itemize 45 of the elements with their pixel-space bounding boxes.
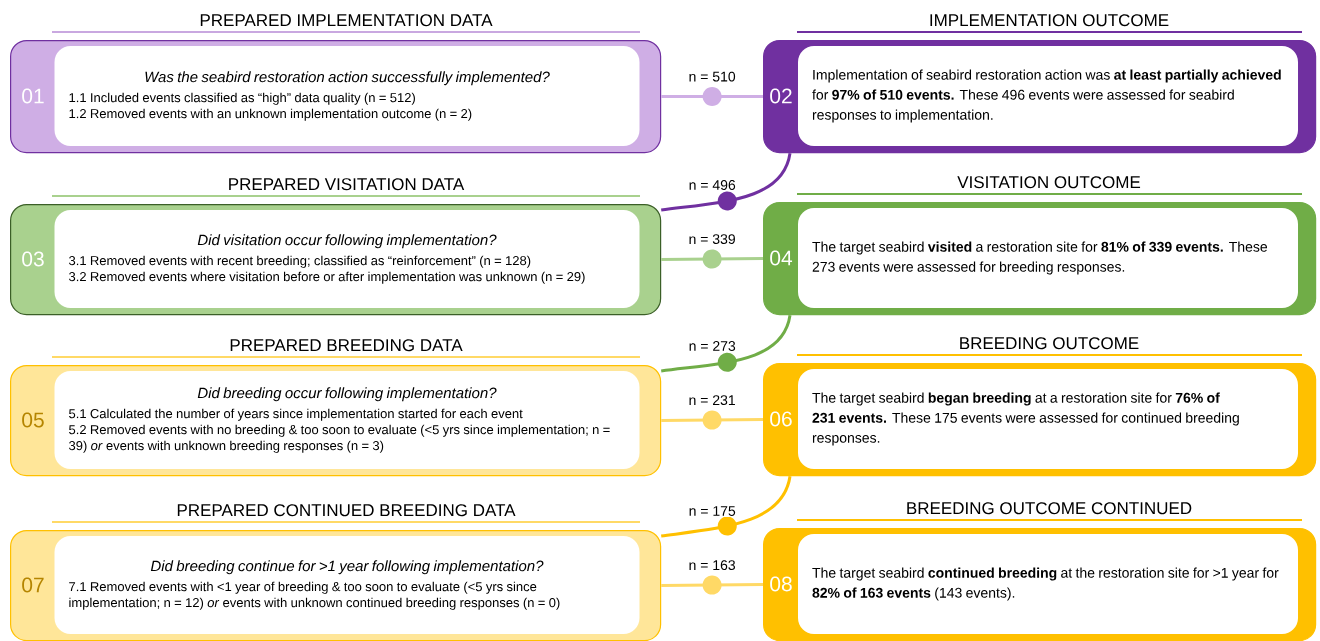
section-heading: PREPARED VISITATION DATA	[229, 178, 465, 191]
step-number: 03	[22, 251, 44, 267]
step-number: 05	[22, 412, 44, 428]
step-number: 08	[770, 576, 792, 592]
result-text: Implementation of seabird restoration action was at least partially achieved for 97% of 510 events. These 496 events were assessed for seabird responses to implementation.	[812, 69, 1281, 123]
edge-label: n = 510	[687, 70, 737, 83]
result-text: The target seabird began breeding at a restoration site for 76% of 231 events. These 175 events were assessed for continued breeding responses.	[812, 392, 1239, 446]
section-heading: PREPARED IMPLEMENTATION DATA	[200, 14, 493, 27]
step-number: 06	[770, 411, 792, 427]
edge-label: n = 175	[687, 505, 737, 517]
criterion-text: 3.1 Removed events with recent breeding; classified as “reinforcement” (n = 128)	[69, 255, 531, 268]
question-text: Did breeding continue for >1 year following implementation?	[150, 560, 544, 575]
question-text: Did visitation occur following implementation?	[197, 234, 497, 249]
connector-line	[661, 410, 764, 430]
section-heading: BREEDING OUTCOME CONTINUED	[907, 502, 1192, 515]
section-heading: BREEDING OUTCOME	[960, 337, 1139, 350]
edge-label: n = 496	[687, 179, 737, 191]
result-text: The target seabird visited a restoration site for 81% of 339 events. These 273 events were assessed for breeding responses.	[812, 241, 1268, 275]
connector-line	[661, 475, 792, 538]
connector-line	[661, 249, 764, 269]
connector-line	[661, 575, 764, 595]
connector-line	[661, 152, 792, 212]
step-number: 01	[22, 88, 44, 104]
edge-label: n = 231	[687, 394, 737, 407]
edge-label: n = 163	[687, 559, 737, 572]
edge-label: n = 339	[687, 233, 737, 246]
criterion-text: 5.1 Calculated the number of years since implementation started for each event	[69, 408, 523, 421]
connector-line	[661, 87, 763, 107]
criterion-text: 5.2 Removed events with no breeding & too soon to evaluate (<5 yrs since implementation; n = 39) or events with unknown breeding responses (n = 3)	[69, 424, 610, 453]
section-heading: PREPARED CONTINUED BREEDING DATA	[177, 504, 516, 517]
connector-line	[661, 314, 792, 373]
question-text: Was the seabird restoration action successfully implemented?	[145, 71, 550, 86]
step-number: 02	[770, 88, 792, 104]
result-text: The target seabird continued breeding at the restoration site for >1 year for 82% of 163 events (143 events).	[812, 567, 1279, 601]
edge-label: n = 273	[687, 340, 737, 352]
step-number: 04	[770, 250, 793, 266]
step-number: 07	[22, 577, 44, 593]
section-heading: IMPLEMENTATION OUTCOME	[930, 14, 1169, 27]
criterion-text: 1.2 Removed events with an unknown implementation outcome (n = 2)	[69, 108, 472, 121]
criterion-text: 3.2 Removed events where visitation before or after implementation was unknown (n = 29)	[69, 271, 585, 284]
section-heading: PREPARED BREEDING DATA	[230, 339, 463, 352]
question-text: Did breeding occur following implementation?	[197, 387, 497, 402]
criterion-text: 7.1 Removed events with <1 year of breeding & too soon to evaluate (<5 yrs since implementation; n = 12) or events with unknown continued breeding responses (n = 0)	[69, 581, 560, 610]
section-heading: VISITATION OUTCOME	[957, 176, 1141, 189]
criterion-text: 1.1 Included events classified as “high” data quality (n = 512)	[69, 92, 415, 105]
